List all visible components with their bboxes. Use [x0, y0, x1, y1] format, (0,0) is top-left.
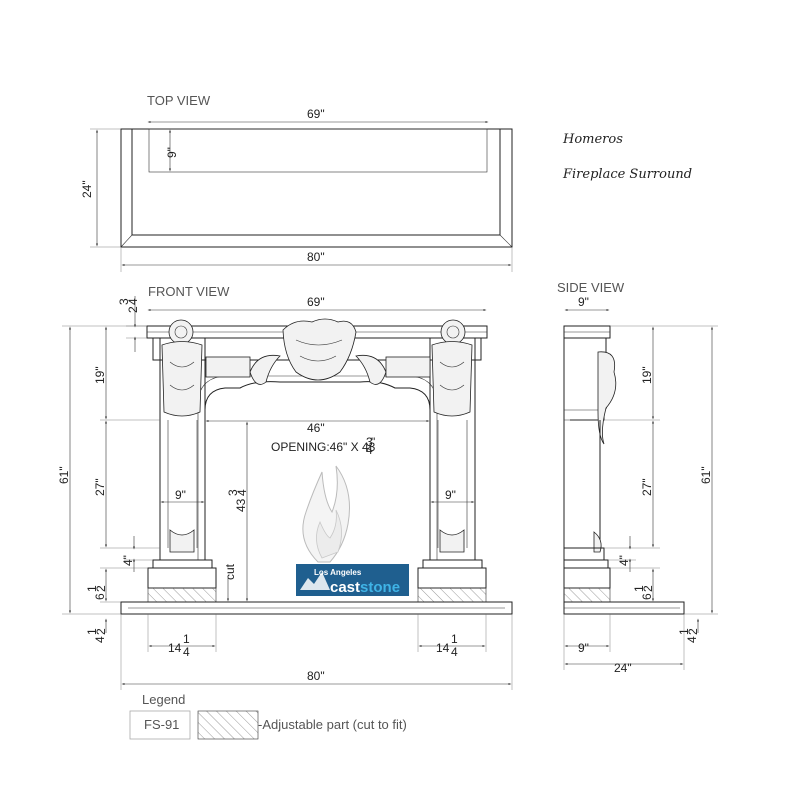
front-foot-right-whole: 14 [436, 641, 450, 655]
left-corbel [161, 341, 203, 417]
right-rosette [440, 319, 466, 345]
front-cut-label: cut [223, 563, 237, 580]
front-hearth-num: 1 [85, 628, 99, 635]
front-foot-right-den: 4 [451, 645, 458, 659]
front-shelf-width-label: 69" [307, 295, 325, 309]
side-hearth-whole: 4 [685, 636, 699, 643]
front-opening-height-num: 3 [226, 489, 240, 496]
front-view: FRONT VIEW [57, 284, 513, 690]
front-overall-width-label: 80" [307, 669, 325, 683]
front-leg-width-left-label: 9" [175, 488, 186, 502]
front-top-thickness-whole: 2 [126, 306, 140, 313]
front-view-label: FRONT VIEW [148, 284, 230, 299]
side-view: SIDE VIEW 9" 61" 19" 27" [557, 280, 718, 675]
front-total-height-label: 61" [57, 466, 71, 484]
side-plinth-den: 2 [641, 585, 655, 592]
front-foot-left-den: 4 [183, 645, 190, 659]
caststone-logo: Los Angeles caststone [296, 564, 409, 596]
front-opening-width-label: 46" [307, 421, 325, 435]
side-top-depth-label: 9" [578, 295, 589, 309]
side-leg-height-label: 27" [640, 478, 654, 496]
front-opening-height-whole: 43 [234, 498, 248, 512]
center-ornament [282, 318, 357, 381]
legend-title: Legend [142, 692, 185, 707]
svg-text:OPENING:46" X 43: OPENING:46" X 43 [271, 440, 376, 454]
front-plinth-whole: 6 [93, 593, 107, 600]
front-opening-frac-num: 3 [366, 435, 373, 449]
front-top-thickness-num: 3 [117, 298, 131, 305]
front-plinth-num: 1 [85, 585, 99, 592]
top-depth-inner-label: 9" [165, 147, 179, 158]
front-hearth-den: 2 [94, 628, 108, 635]
front-base-block-label: 4" [121, 555, 135, 566]
left-rosette [168, 319, 194, 345]
legend-description: -Adjustable part (cut to fit) [258, 717, 407, 732]
svg-text:caststone: caststone [330, 579, 400, 596]
right-corbel [431, 341, 473, 417]
right-adjustable-part [417, 587, 487, 603]
front-leg-height-label: 27" [93, 478, 107, 496]
front-opening-label: OPENING:46" X 43 [271, 440, 376, 454]
product-name: Homeros [562, 132, 623, 147]
side-upper-height-label: 19" [640, 366, 654, 384]
side-base-block-label: 4" [617, 555, 631, 566]
logo-line1: Los Angeles [314, 568, 362, 577]
front-leg-width-right-label: 9" [445, 488, 456, 502]
front-upper-height-label: 19" [93, 366, 107, 384]
logo-word-cast: cast [330, 579, 360, 596]
legend: Legend FS-91 -Adjustable part (cut to fi… [129, 692, 407, 740]
front-top-thickness-den: 4 [126, 298, 140, 305]
product-type: Fireplace Surround [562, 167, 692, 182]
legend-hatch-swatch [197, 710, 259, 740]
top-width-outer-label: 80" [307, 250, 325, 264]
front-foot-right-num: 1 [451, 632, 458, 646]
left-adjustable-part [147, 587, 217, 603]
legend-code: FS-91 [144, 717, 179, 732]
top-view: TOP VIEW 69" 9" 24" 80" [80, 93, 513, 272]
front-opening-frac-den: 4 [366, 443, 373, 457]
front-opening-height-den: 4 [235, 489, 249, 496]
side-bottom-depth-label: 9" [578, 641, 589, 655]
side-overall-depth-label: 24" [614, 661, 632, 675]
front-hearth-whole: 4 [93, 636, 107, 643]
side-adjustable-part [563, 587, 611, 603]
front-foot-left-num: 1 [183, 632, 190, 646]
front-plinth-den: 2 [94, 585, 108, 592]
front-opening-frac-suffix: " [371, 435, 375, 449]
side-plinth-num: 1 [632, 585, 646, 592]
front-foot-left-whole: 14 [168, 641, 182, 655]
logo-word-stone: stone [360, 579, 400, 596]
top-width-inner-label: 69" [307, 107, 325, 121]
side-view-label: SIDE VIEW [557, 280, 625, 295]
top-view-label: TOP VIEW [147, 93, 211, 108]
side-plinth-whole: 6 [640, 593, 654, 600]
side-hearth-den: 2 [686, 628, 700, 635]
top-depth-outer-label: 24" [80, 180, 94, 198]
side-total-height-label: 61" [699, 466, 713, 484]
